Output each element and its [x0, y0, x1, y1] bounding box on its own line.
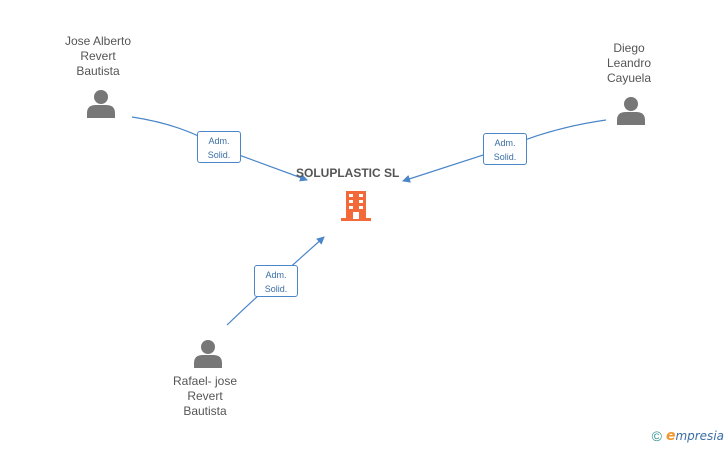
relation-role-detail: Solid.	[493, 152, 517, 162]
relation-role-detail: Solid.	[264, 284, 288, 294]
relation-role: Adm.	[208, 136, 230, 146]
person-icon[interactable]	[616, 95, 646, 125]
relation-role: Adm.	[494, 138, 516, 148]
person-icon[interactable]	[193, 338, 223, 368]
brand-logo-initial: e	[665, 428, 676, 444]
brand-logo: empresia	[666, 428, 724, 444]
building-icon[interactable]	[339, 189, 373, 223]
copyright-symbol: ©	[651, 428, 662, 444]
relation-label[interactable]: Adm. Solid.	[483, 133, 527, 165]
person-icon[interactable]	[86, 88, 116, 118]
person-name-rafael-jose[interactable]: Rafael- jose Revert Bautista	[172, 374, 238, 418]
relation-label[interactable]: Adm. Solid.	[197, 131, 241, 163]
relation-role: Adm.	[265, 270, 287, 280]
relation-label[interactable]: Adm. Solid.	[254, 265, 298, 297]
person-name-jose-alberto[interactable]: Jose Alberto Revert Bautista	[64, 34, 132, 78]
watermark: © empresia	[652, 428, 724, 444]
brand-logo-text: mpresia	[675, 429, 724, 443]
person-name-diego-leandro[interactable]: Diego Leandro Cayuela	[606, 41, 652, 85]
relation-role-detail: Solid.	[207, 150, 231, 160]
company-name[interactable]: SOLUPLASTIC SL	[296, 166, 400, 180]
